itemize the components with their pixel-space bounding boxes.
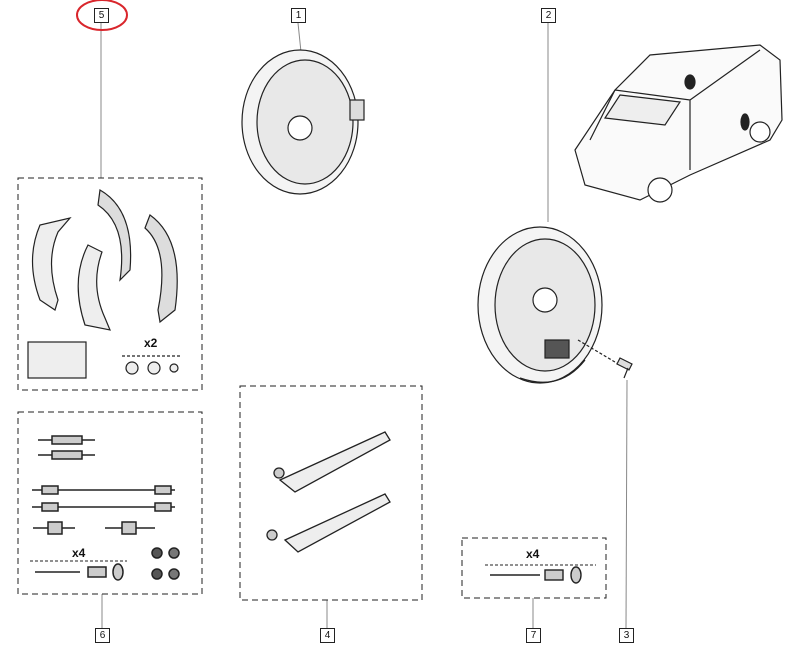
backing-plate-2-drawing bbox=[477, 226, 633, 384]
adjusters-drawing bbox=[266, 431, 391, 553]
backing-plate-1-drawing bbox=[241, 49, 365, 195]
pins-drawing bbox=[485, 564, 596, 584]
quantity-label-plugs: x2 bbox=[144, 336, 158, 350]
callout-6[interactable]: 6 bbox=[95, 628, 110, 643]
leader-line-1 bbox=[297, 22, 302, 53]
highlight-circle bbox=[76, 0, 128, 31]
callout-3[interactable]: 3 bbox=[619, 628, 634, 643]
callout-5[interactable]: 5 bbox=[94, 8, 109, 23]
springs-drawing bbox=[30, 435, 180, 581]
kit-box-springs[interactable] bbox=[17, 411, 203, 595]
vehicle-drawing bbox=[574, 44, 783, 203]
callout-1[interactable]: 1 bbox=[291, 8, 306, 23]
kit-box-pins[interactable] bbox=[461, 537, 607, 599]
callout-2[interactable]: 2 bbox=[541, 8, 556, 23]
callout-7[interactable]: 7 bbox=[526, 628, 541, 643]
kit-box-adjusters[interactable] bbox=[239, 385, 423, 601]
leader-line-3 bbox=[625, 379, 628, 629]
brake-shoes-drawing bbox=[27, 189, 180, 379]
kit-box-brake-shoes[interactable] bbox=[17, 177, 203, 391]
quantity-label-pins-7: x4 bbox=[526, 547, 540, 561]
quantity-label-pins-6: x4 bbox=[72, 546, 86, 560]
callout-4[interactable]: 4 bbox=[320, 628, 335, 643]
